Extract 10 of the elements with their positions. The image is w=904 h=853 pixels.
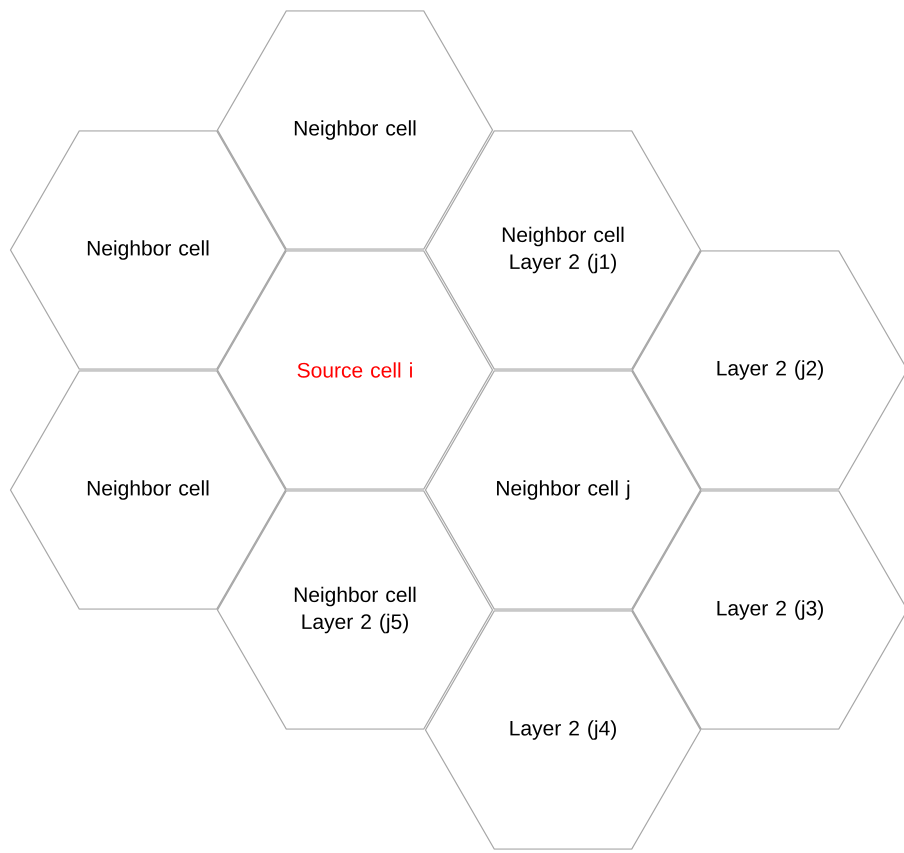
hexagon-cell: Layer 2 (j3) xyxy=(632,490,904,730)
hexagon-cell: Neighbor cell Layer 2 (j5) xyxy=(216,490,494,730)
hexagon-cell: Layer 2 (j4) xyxy=(424,610,702,850)
hexagon-cell: Source cell i xyxy=(216,250,494,490)
hexagon-cell: Neighbor cell Layer 2 (j1) xyxy=(424,130,702,370)
hexagon-cell: Neighbor cell xyxy=(216,10,494,250)
hexagon-cell: Neighbor cell j xyxy=(424,370,702,610)
hexagon-cell: Layer 2 (j2) xyxy=(632,250,904,490)
hexagon-cell: Neighbor cell xyxy=(10,130,286,370)
hexagon-cell: Neighbor cell xyxy=(10,370,286,610)
